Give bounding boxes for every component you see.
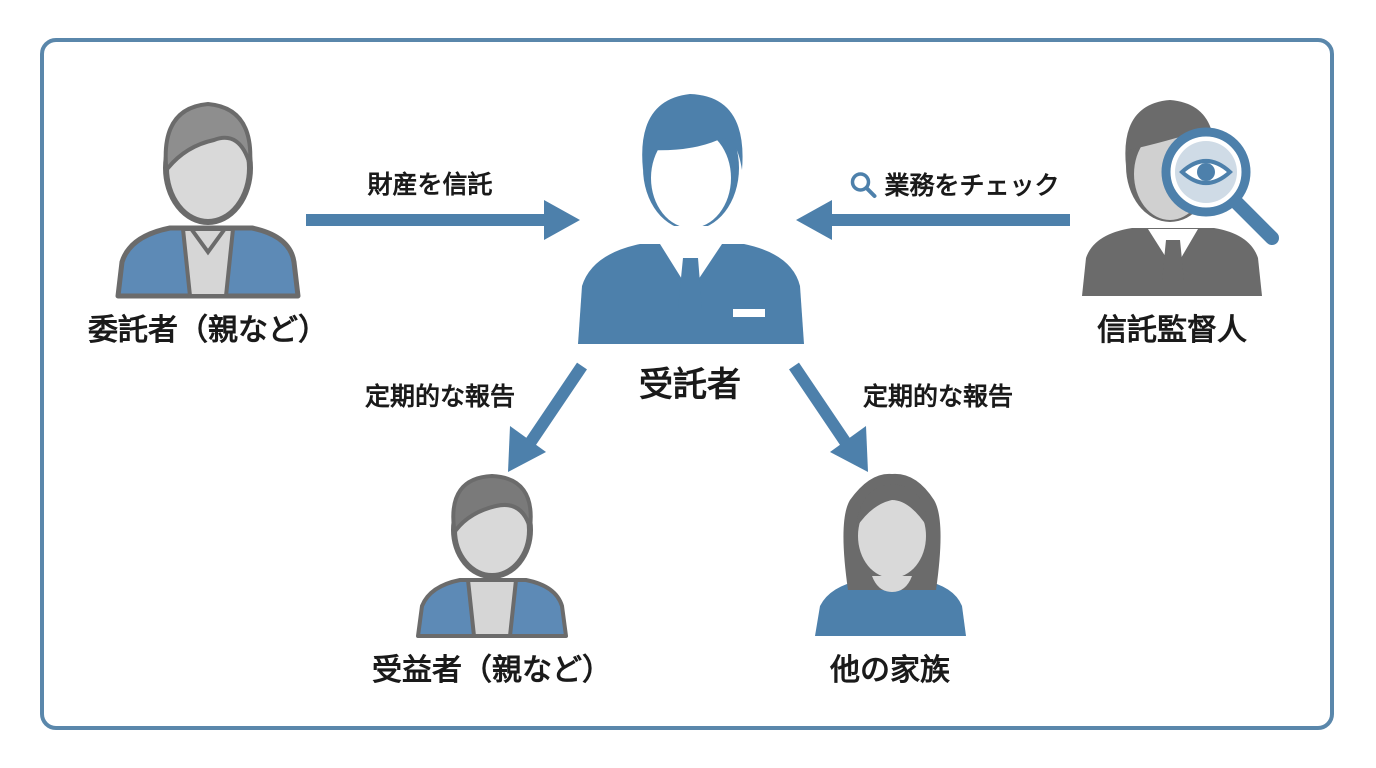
report-right-edge-label: 定期的な報告 <box>862 382 1014 411</box>
beneficiary-person-icon <box>416 473 568 638</box>
arrow-report-left <box>508 362 587 472</box>
settlor-label: 委託者（親など） <box>88 313 328 348</box>
trustee-label: 受託者 <box>639 365 741 405</box>
report-left-edge-label: 定期的な報告 <box>364 382 516 411</box>
family-label: 他の家族 <box>830 653 950 688</box>
check-edge-label-group: 業務をチェック <box>848 170 1060 200</box>
supervisor-label: 信託監督人 <box>1097 313 1247 348</box>
entrust-edge-label: 財産を信託 <box>367 170 493 199</box>
supervisor-inspector-icon <box>1082 100 1279 296</box>
arrow-entrust <box>306 200 580 240</box>
trustee-businessman-icon <box>578 94 804 344</box>
arrow-check <box>796 200 1070 240</box>
arrow-report-right <box>789 362 868 472</box>
beneficiary-label: 受益者（親など） <box>372 653 612 688</box>
search-icon <box>850 172 877 198</box>
check-edge-label: 業務をチェック <box>884 170 1060 200</box>
family-woman-icon <box>815 473 966 636</box>
settlor-person-icon <box>115 101 301 299</box>
